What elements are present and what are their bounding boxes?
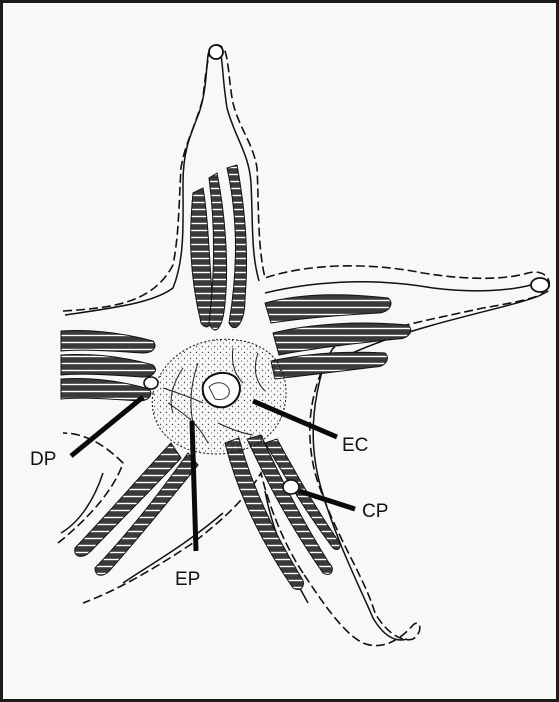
label-dp: DP [30,449,56,470]
lower-left-arm-caeca [75,443,198,575]
cp-structure [283,480,299,494]
left-arm-caeca [61,330,155,401]
top-arm-caeca [191,165,247,330]
cardiac-opening [203,373,240,407]
label-ec: EC [342,435,368,456]
label-ep: EP [175,569,200,590]
dp-leader-line [71,397,143,456]
label-cp: CP [362,501,388,522]
starfish-diagram: DP EP EC CP [3,3,556,699]
dp-structure [144,377,158,389]
top-arm-tip [209,45,223,59]
lower-right-arm-caeca [225,435,340,590]
right-arm-tip [531,278,549,292]
right-arm-caeca [265,295,411,379]
